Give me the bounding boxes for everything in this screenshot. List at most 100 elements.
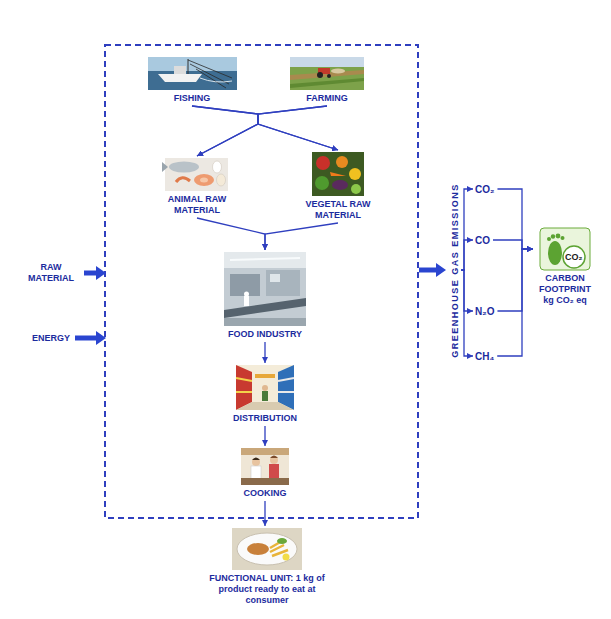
supermarket-illustration-part <box>236 378 252 381</box>
node-label: CO₂ <box>475 184 494 195</box>
plate-illustration <box>232 528 302 570</box>
factory-illustration-part <box>266 270 300 296</box>
node-label: ANIMAL RAW MATERIAL <box>164 194 230 216</box>
vertical-heading: GREENHOUSE GAS EMISSIONS <box>449 183 460 358</box>
footprint-icon-part <box>556 234 561 239</box>
stage-card: FISHING <box>146 57 238 104</box>
factory-illustration-part <box>224 298 306 318</box>
stage-card: FARMING <box>288 57 366 104</box>
fish-and-eggs-illustration-part <box>169 162 199 173</box>
supermarket-illustration-part <box>236 365 294 410</box>
flow-connector <box>461 240 473 270</box>
footprint-icon-part <box>551 234 555 238</box>
supermarket-illustration-part <box>278 391 294 393</box>
supermarket-illustration-part <box>278 378 294 381</box>
kitchen-illustration-part <box>270 456 278 459</box>
flow-connector <box>264 426 265 446</box>
factory-illustration-part <box>244 292 249 297</box>
stage-card: DISTRIBUTION <box>225 365 305 424</box>
flow-connector <box>497 249 533 356</box>
flow-connector <box>493 240 533 249</box>
factory-illustration-part <box>224 252 306 326</box>
factory-illustration-part <box>244 296 249 306</box>
flow-connector <box>265 223 338 250</box>
boat-illustration-part <box>200 78 232 82</box>
input-arrow-part <box>84 271 98 276</box>
kitchen-illustration-part <box>241 448 289 485</box>
flow-connector <box>258 106 338 150</box>
factory-illustration-part <box>230 258 300 260</box>
result-card: FUNCTIONAL UNIT: 1 kg of product ready t… <box>200 528 334 606</box>
node-label: FISHING <box>146 93 238 104</box>
footprint-icon-part <box>563 246 585 268</box>
flow-connector <box>497 249 533 311</box>
gas-formula: CH₄ <box>475 351 494 362</box>
field-illustration-part <box>327 74 331 78</box>
plate-illustration-part <box>247 543 269 555</box>
input-arrow-part <box>75 336 98 341</box>
vegetables-illustration-part <box>316 156 330 170</box>
supermarket-illustration-part <box>262 391 268 401</box>
node-label: FOOD INDUSTRY <box>220 329 310 340</box>
factory-illustration-part <box>224 318 306 326</box>
flow-connector <box>461 189 473 270</box>
supermarket-illustration-part <box>262 385 268 391</box>
boat-illustration-part <box>148 57 237 71</box>
fish-and-eggs-illustration-part <box>194 174 214 186</box>
kitchen-illustration-part <box>270 456 278 464</box>
picture-slot <box>288 57 366 93</box>
icon-text: CO₂ <box>565 252 583 263</box>
vegetables-illustration-part <box>336 156 348 168</box>
boat-illustration <box>148 57 237 90</box>
supermarket-illustration-part <box>255 374 275 378</box>
supermarket-illustration <box>236 365 294 410</box>
fish-and-eggs-illustration-part <box>162 162 168 172</box>
supermarket-illustration-part <box>236 391 252 393</box>
boat-illustration-part <box>188 60 232 88</box>
output-arrow-part <box>419 268 438 273</box>
field-illustration-part <box>331 69 345 74</box>
plate-illustration-part <box>237 533 297 565</box>
footprint-icon-part <box>540 228 590 270</box>
system-boundary <box>105 45 418 518</box>
flow-connector <box>197 218 265 250</box>
vegetables-illustration-part <box>315 176 329 190</box>
node-label: GREENHOUSE GAS EMISSIONS <box>449 183 460 358</box>
factory-illustration-part <box>270 274 280 282</box>
node-label: FUNCTIONAL UNIT: 1 kg of product ready t… <box>200 573 334 606</box>
fish-and-eggs-illustration-part <box>217 174 226 186</box>
vegetables-illustration-part <box>349 168 361 180</box>
node-label: N₂O <box>475 306 494 317</box>
kitchen-illustration-part <box>252 458 260 461</box>
vegetables-illustration-part <box>332 180 348 190</box>
input-arrow <box>84 266 106 280</box>
flow-connector <box>192 106 258 156</box>
node-label: CO <box>475 235 490 246</box>
kitchen-illustration-part <box>269 464 279 480</box>
vegetables-illustration <box>312 152 364 196</box>
kitchen-illustration-part <box>252 458 260 466</box>
kitchen-illustration-part <box>241 478 289 485</box>
boat-illustration-part <box>158 74 202 82</box>
vegetables-illustration-part <box>351 184 361 194</box>
footprint-icon-part <box>547 237 551 241</box>
input-arrow-part <box>96 266 106 280</box>
fish-and-eggs-illustration-part <box>213 161 222 173</box>
plate-illustration-part <box>232 528 302 570</box>
kitchen-illustration-part <box>241 448 289 455</box>
factory-illustration-part <box>224 252 306 268</box>
picture-slot <box>302 152 374 199</box>
picture-slot <box>146 57 238 93</box>
node-label: CH₄ <box>475 351 494 362</box>
gas-formula: N₂O <box>475 306 494 317</box>
field-illustration <box>290 57 364 90</box>
footprint-icon-part <box>548 241 562 265</box>
field-illustration-part <box>317 72 323 78</box>
picture-slot <box>164 158 230 194</box>
output-arrow-part <box>436 263 446 277</box>
picture-slot <box>200 528 334 573</box>
flow-connector <box>461 270 473 356</box>
flow-connector <box>192 106 338 150</box>
boat-illustration-part <box>188 59 189 74</box>
boat-illustration-part <box>148 71 237 90</box>
